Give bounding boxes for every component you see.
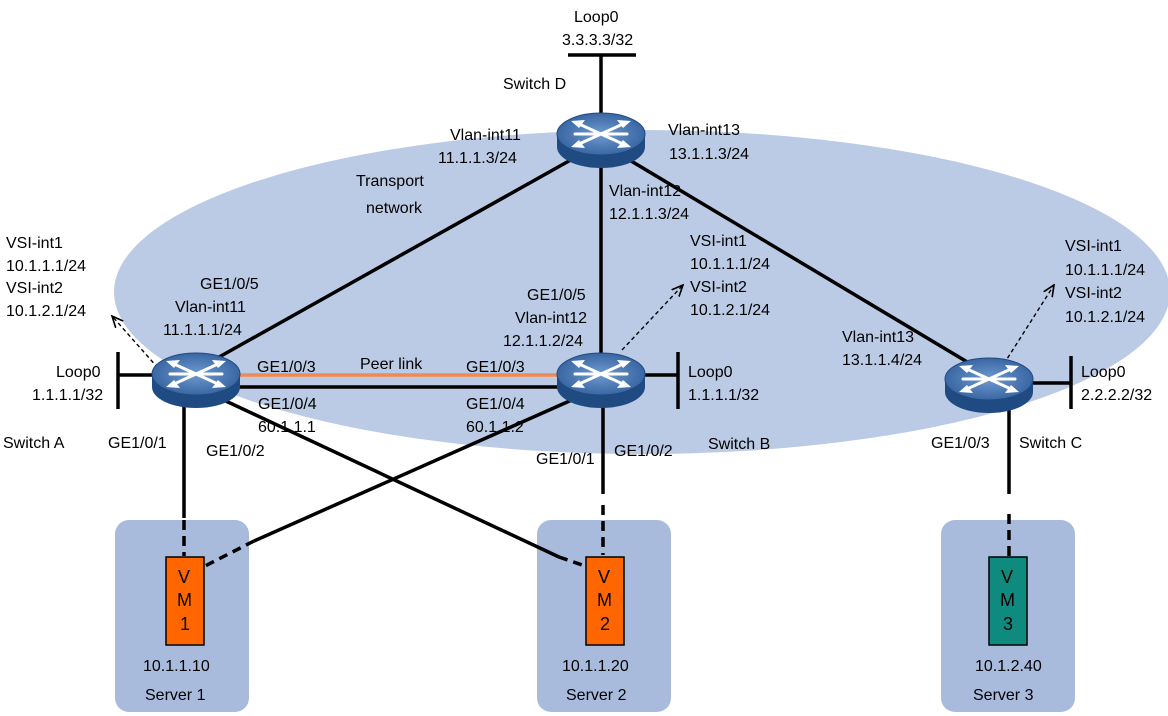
- switch-a-loop-name: Loop0: [56, 364, 101, 381]
- switch-a-loop-ip: 1.1.1.1/32: [32, 387, 103, 404]
- vm-1-ip: 10.1.1.10: [143, 658, 210, 675]
- vm-3-label-3: 3: [1003, 614, 1013, 634]
- switch-a-ge101: GE1/0/1: [108, 435, 167, 452]
- switch-b-name: Switch B: [708, 436, 770, 453]
- switch-b-vsi1: VSI-int1: [690, 233, 747, 250]
- switch-d-name: Switch D: [503, 76, 566, 93]
- switch-c-vlan13-ip: 13.1.1.4/24: [842, 352, 922, 369]
- vm-1-label-2: M: [177, 590, 192, 610]
- vm-2[interactable]: [585, 556, 625, 646]
- vsi-arrow-b: [621, 285, 683, 351]
- switch-b-ge105: GE1/0/5: [527, 287, 586, 304]
- switch-a-vsi1-ip: 10.1.1.1/24: [6, 258, 86, 275]
- switch-d-vlan12-ip: 12.1.1.3/24: [609, 206, 689, 223]
- switch-b-ge101: GE1/0/1: [536, 451, 595, 468]
- link-b-vm1-virtual: [202, 539, 255, 569]
- vsi-arrow-c: [999, 285, 1054, 371]
- link-c-d: [600, 141, 990, 377]
- vm-1-label-3: 1: [180, 614, 190, 634]
- switch-b-ge104: GE1/0/4: [466, 396, 525, 413]
- switch-b-ge103: GE1/0/3: [466, 359, 525, 376]
- peer-link-label: Peer link: [360, 356, 423, 373]
- switch-a-ge103: GE1/0/3: [257, 359, 316, 376]
- vm-3[interactable]: [988, 556, 1028, 646]
- switch-b-loop-name: Loop0: [688, 364, 733, 381]
- link-a-vm2: [195, 385, 560, 559]
- link-b-vm1: [253, 385, 602, 543]
- switch-b-vlan12: Vlan-int12: [515, 310, 587, 327]
- switch-a-ge102: GE1/0/2: [206, 443, 265, 460]
- switch-c-vsi2-ip: 10.1.2.1/24: [1065, 309, 1145, 326]
- switch-d-vlan11: Vlan-int11: [450, 127, 521, 144]
- switch-a-icon[interactable]: [150, 351, 242, 410]
- switch-a-vsi2: VSI-int2: [6, 280, 63, 297]
- switch-b-vsi2: VSI-int2: [690, 279, 747, 296]
- switch-b-vsi1-ip: 10.1.1.1/24: [690, 256, 770, 273]
- switch-c-vsi1-ip: 10.1.1.1/24: [1065, 262, 1145, 279]
- switch-a-vsi1: VSI-int1: [6, 235, 63, 252]
- switch-d-vlan13-ip: 13.1.1.3/24: [669, 146, 749, 163]
- switch-d-loop-name: Loop0: [574, 9, 619, 26]
- link-a-d: [195, 141, 602, 372]
- switch-a-ge104-ip: 60.1.1.1: [258, 419, 316, 436]
- switch-b-loop-ip: 1.1.1.1/32: [688, 387, 759, 404]
- switch-c-vsi2: VSI-int2: [1065, 285, 1122, 302]
- switch-c-icon[interactable]: [943, 356, 1035, 415]
- switch-c-name: Switch C: [1019, 435, 1082, 452]
- vm-1-label-1: V: [178, 567, 190, 587]
- vm-1[interactable]: [165, 556, 205, 646]
- link-a-vm2-virtual: [558, 555, 589, 569]
- switch-b-vsi2-ip: 10.1.2.1/24: [690, 302, 770, 319]
- switch-c-loop-ip: 2.2.2.2/32: [1081, 387, 1152, 404]
- switch-a-ge105: GE1/0/5: [200, 276, 259, 293]
- switch-d-vlan12: Vlan-int12: [609, 183, 681, 200]
- vm-3-label-1: V: [1001, 567, 1013, 587]
- switch-c-ge103: GE1/0/3: [931, 435, 990, 452]
- transport-network-area: [114, 130, 1168, 454]
- switch-b-vlan12-ip: 12.1.1.2/24: [503, 333, 583, 350]
- switch-a-ge104: GE1/0/4: [258, 396, 317, 413]
- vm-2-ip: 10.1.1.20: [562, 658, 629, 675]
- switch-a-vsi2-ip: 10.1.2.1/24: [6, 303, 86, 320]
- switch-d-loop-ip: 3.3.3.3/32: [562, 32, 633, 49]
- switch-c-loop-name: Loop0: [1081, 364, 1126, 381]
- vm-3-label-2: M: [1000, 590, 1015, 610]
- switch-b-ge104-ip: 60.1.1.2: [466, 419, 524, 436]
- switch-a-name: Switch A: [3, 435, 65, 452]
- server-3-name: Server 3: [973, 687, 1034, 704]
- vm-2-label-1: V: [598, 567, 610, 587]
- switch-d-vlan11-ip: 11.1.1.3/24: [438, 150, 517, 167]
- vm-3-ip: 10.1.2.40: [975, 658, 1042, 675]
- switch-a-vlan11-ip: 11.1.1.1/24: [163, 322, 242, 339]
- switch-a-vlan11: Vlan-int11: [175, 299, 246, 316]
- switch-d-vlan13: Vlan-int13: [668, 122, 740, 139]
- transport-label-2: network: [366, 200, 423, 217]
- vsi-arrow-a: [112, 316, 159, 369]
- server-1-name: Server 1: [145, 687, 206, 704]
- switch-d-icon[interactable]: [555, 111, 647, 170]
- switch-b-ge102: GE1/0/2: [614, 443, 673, 460]
- vm-2-label-3: 2: [600, 614, 610, 634]
- switch-b-icon[interactable]: [555, 351, 647, 410]
- switch-c-vsi1: VSI-int1: [1065, 238, 1122, 255]
- switch-c-vlan13: Vlan-int13: [842, 329, 914, 346]
- vm-2-label-2: M: [597, 590, 612, 610]
- transport-label-1: Transport: [356, 173, 424, 190]
- server-2-name: Server 2: [566, 687, 627, 704]
